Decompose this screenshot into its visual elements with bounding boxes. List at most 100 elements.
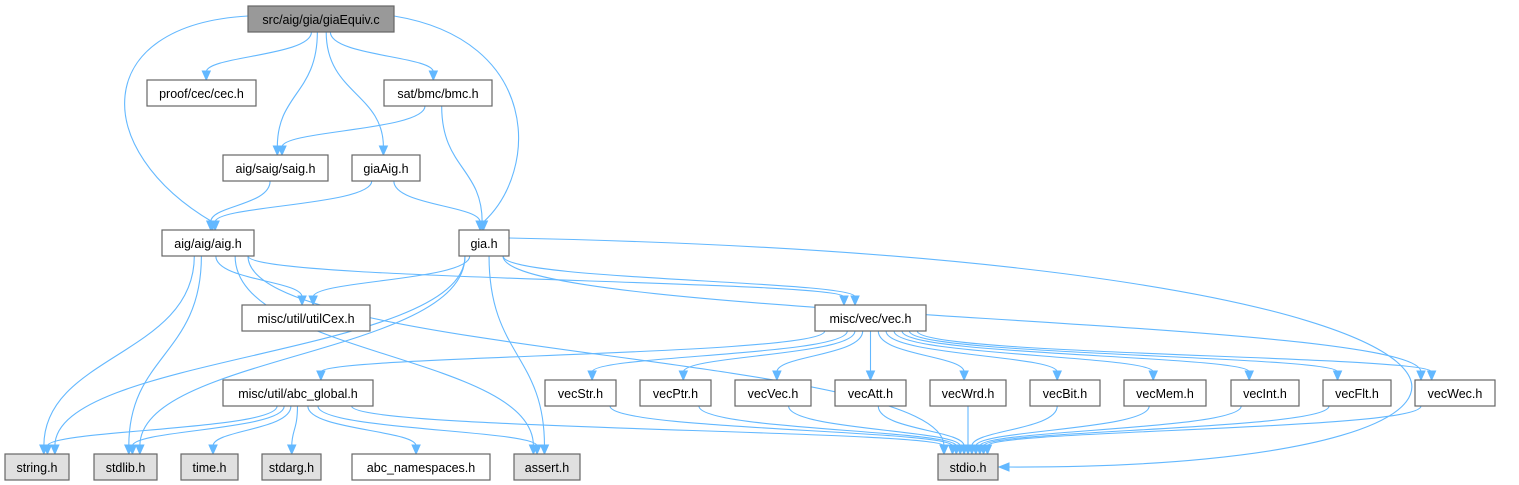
node-label: sat/bmc/bmc.h [397, 87, 478, 101]
arrowhead-icon [277, 145, 287, 157]
node-label: vecAtt.h [848, 387, 893, 401]
node-aig[interactable]: aig/aig/aig.h [161, 229, 255, 257]
node-label: time.h [192, 461, 226, 475]
edge-vec-to-vecVec [772, 330, 864, 382]
edge-line [908, 330, 1339, 373]
edge-line [320, 330, 826, 373]
node-label: misc/util/abc_global.h [238, 387, 358, 401]
edge-gia-to-assert [488, 255, 550, 456]
arrowhead-icon [316, 370, 326, 382]
edge-vec-to-vecPtr [678, 330, 856, 382]
edge-vecMem-to-stdio [971, 405, 1150, 456]
edge-line [317, 405, 538, 447]
arrowhead-icon [201, 70, 212, 82]
edge-line [698, 405, 957, 447]
node-box [180, 453, 239, 481]
edge-aig-to-vec [247, 255, 849, 307]
edge-line [979, 405, 1242, 447]
node-stdlib[interactable]: stdlib.h [93, 453, 158, 481]
edges-layer [39, 15, 1437, 472]
edge-abc_global-to-string [42, 405, 278, 456]
arrowhead-icon [1332, 370, 1343, 382]
node-box [222, 154, 329, 182]
edge-gia-to-utilCex [308, 255, 471, 307]
node-box [734, 379, 812, 407]
edge-bmc-to-saig [277, 105, 426, 157]
edge-line [325, 31, 384, 148]
arrowhead-icon [587, 370, 597, 382]
edge-vec-to-vecMem [893, 330, 1158, 382]
edge-line [43, 255, 195, 447]
edge-gia-to-vec [502, 255, 860, 307]
edge-line [215, 255, 303, 298]
edge-line [205, 31, 312, 73]
node-stdarg[interactable]: stdarg.h [261, 453, 322, 481]
edge-root-to-bmc [329, 31, 439, 82]
edge-vecWec-to-stdio [982, 405, 1422, 456]
node-time[interactable]: time.h [180, 453, 239, 481]
edge-vec-to-vecBit [885, 330, 1062, 382]
node-vecStr[interactable]: vecStr.h [544, 379, 617, 407]
edge-line [281, 105, 426, 148]
edge-line [54, 255, 466, 447]
edge-aig-to-string [39, 255, 195, 456]
node-vecPtr[interactable]: vecPtr.h [639, 379, 712, 407]
node-assert[interactable]: assert.h [513, 453, 581, 481]
node-stdio[interactable]: stdio.h [937, 453, 999, 481]
node-cec[interactable]: proof/cec/cec.h [146, 79, 257, 107]
arrowhead-icon [210, 220, 220, 232]
node-vecInt[interactable]: vecInt.h [1230, 379, 1300, 407]
node-bmc[interactable]: sat/bmc/bmc.h [383, 79, 493, 107]
edge-line [128, 255, 202, 447]
node-utilCex[interactable]: misc/util/utilCex.h [241, 304, 371, 332]
node-vec[interactable]: misc/vec/vec.h [814, 304, 927, 332]
node-box [929, 379, 1007, 407]
node-root[interactable]: src/aig/gia/giaEquiv.c [247, 5, 395, 33]
edge-vec-to-vecWrd [877, 330, 969, 382]
arrowhead-icon [772, 370, 782, 382]
node-label: stdlib.h [106, 461, 146, 475]
node-vecWec[interactable]: vecWec.h [1414, 379, 1496, 407]
node-box [383, 79, 493, 107]
edge-line [885, 330, 1058, 373]
edge-line [131, 405, 285, 447]
arrowhead-icon [475, 220, 485, 232]
node-gia[interactable]: gia.h [458, 229, 510, 257]
edge-aig-to-stdlib [124, 255, 202, 456]
edge-line [877, 330, 965, 373]
node-label: stdarg.h [269, 461, 314, 475]
node-vecAtt[interactable]: vecAtt.h [834, 379, 907, 407]
edge-abc_global-to-stdarg [286, 405, 299, 456]
arrowhead-icon [1416, 370, 1426, 382]
arrowhead-icon [50, 444, 60, 456]
node-vecBit[interactable]: vecBit.h [1029, 379, 1101, 407]
edge-abc_global-to-stdlib [127, 405, 285, 456]
edge-abc_global-to-stdio [351, 405, 949, 456]
node-abc_global[interactable]: misc/util/abc_global.h [222, 379, 374, 407]
arrowhead-icon [959, 370, 969, 382]
node-vecVec[interactable]: vecVec.h [734, 379, 812, 407]
node-box [351, 453, 491, 481]
node-vecMem[interactable]: vecMem.h [1123, 379, 1207, 407]
arrowhead-icon [1426, 370, 1437, 382]
node-label: vecFlt.h [1335, 387, 1379, 401]
node-label: src/aig/gia/giaEquiv.c [262, 13, 379, 27]
edge-line [788, 405, 961, 447]
edge-aig-to-utilCex [215, 255, 307, 307]
node-box [937, 453, 999, 481]
node-box [834, 379, 907, 407]
node-vecFlt[interactable]: vecFlt.h [1322, 379, 1392, 407]
node-box [241, 304, 371, 332]
node-giaAig[interactable]: giaAig.h [351, 154, 421, 182]
node-label: stdio.h [950, 461, 987, 475]
node-label: abc_namespaces.h [367, 461, 475, 475]
node-vecWrd[interactable]: vecWrd.h [929, 379, 1007, 407]
node-string[interactable]: string.h [4, 453, 70, 481]
node-abc_namespaces[interactable]: abc_namespaces.h [351, 453, 491, 481]
node-saig[interactable]: aig/saig/saig.h [222, 154, 329, 182]
edge-giaAig-to-gia [393, 180, 485, 232]
edge-line [877, 405, 965, 447]
edge-line [329, 31, 434, 73]
edge-line [139, 255, 466, 447]
